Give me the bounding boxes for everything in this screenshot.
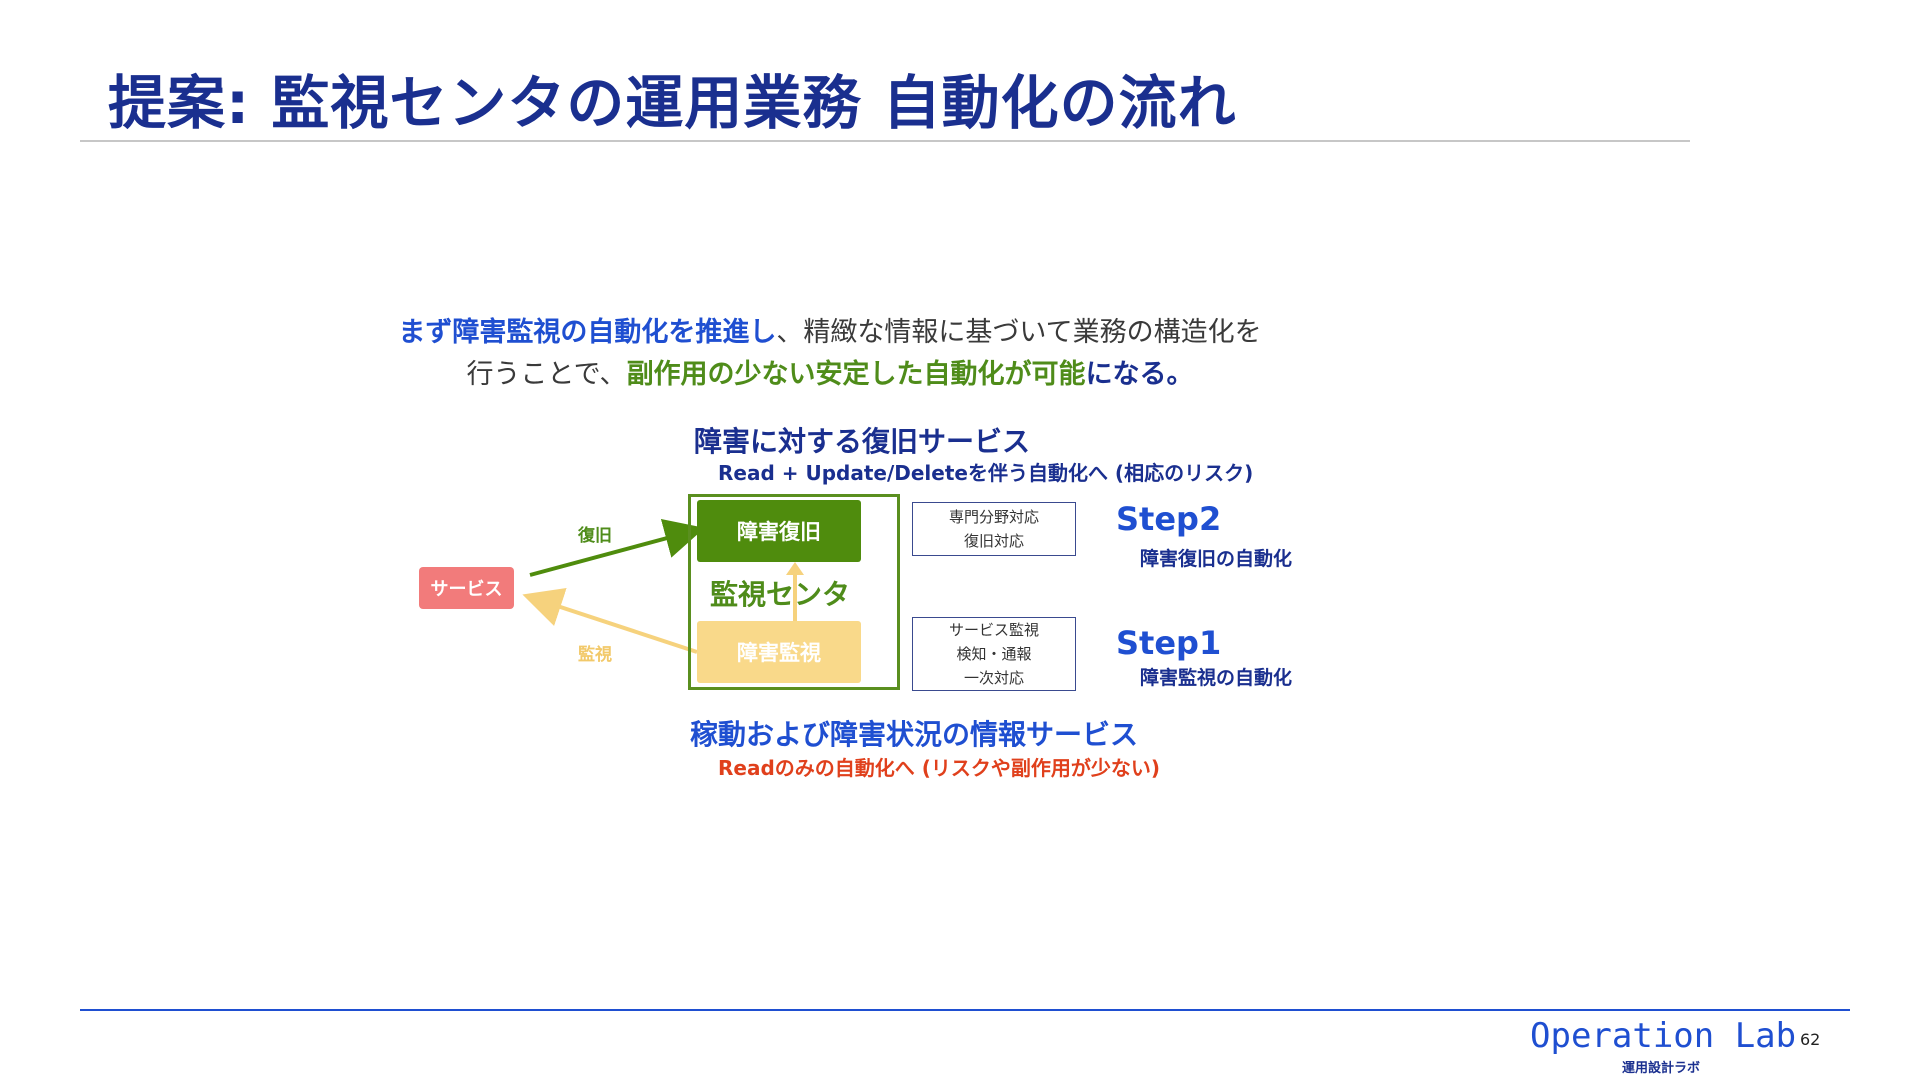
lead-highlight-blue: まず障害監視の自動化を推進し (398, 317, 777, 348)
page-title: 提案: 監視センタの運用業務 自動化の流れ (108, 69, 1237, 137)
lead-text: 行うことで、 (466, 359, 627, 390)
note-line: 専門分野対応 (948, 508, 1039, 526)
recovery-arrow-label: 復旧 (578, 526, 612, 546)
monitoring-center-label: 監視センタ (710, 578, 851, 611)
info-service-sub: Readのみの自動化へ (リスクや副作用が少ない) (718, 756, 1161, 780)
monitoring-box: 障害監視 (697, 621, 861, 683)
note-line: 一次対応 (963, 669, 1024, 687)
lead-text: 、精緻な情報に基づいて業務の構造化を (776, 317, 1262, 348)
step1-label: Step1 (1116, 624, 1222, 662)
info-service-heading: 稼動および障害状況の情報サービス (690, 718, 1139, 751)
title-divider (80, 140, 1690, 142)
recovery-arrow (529, 519, 705, 577)
note-line: 復旧対応 (963, 532, 1024, 550)
lead-highlight-dark: になる。 (1085, 359, 1194, 390)
brand-subtitle: 運用設計ラボ (1622, 1061, 1701, 1076)
monitoring-arrow (522, 588, 698, 654)
brand-logo: Operation Lab (1530, 1016, 1797, 1056)
page-number: 62 (1800, 1030, 1821, 1049)
monitoring-arrow-label: 監視 (578, 645, 612, 665)
service-box: サービス (419, 567, 514, 609)
recovery-service-sub: Read + Update/Deleteを伴う自動化へ (相応のリスク) (718, 461, 1254, 485)
lead-highlight-green: 副作用の少ない安定した自動化が可能 (626, 359, 1086, 390)
step2-sub: 障害復旧の自動化 (1140, 548, 1293, 570)
monitoring-note-box: サービス監視 検知・通報 一次対応 (912, 617, 1076, 691)
recovery-service-heading: 障害に対する復旧サービス (694, 425, 1031, 458)
footer-divider (80, 1009, 1850, 1011)
recovery-box: 障害復旧 (697, 500, 861, 562)
monitoring-center-frame (688, 494, 900, 690)
escalation-arrow-head (786, 562, 804, 575)
note-line: 検知・通報 (956, 645, 1032, 663)
lead-line-1: まず障害監視の自動化を推進し、精緻な情報に基づいて業務の構造化を (330, 310, 1330, 349)
recovery-note-box: 専門分野対応 復旧対応 (912, 502, 1076, 556)
step2-label: Step2 (1116, 500, 1222, 538)
note-line: サービス監視 (948, 621, 1039, 639)
lead-line-2: 行うことで、副作用の少ない安定した自動化が可能になる。 (330, 352, 1330, 391)
step1-sub: 障害監視の自動化 (1140, 667, 1293, 689)
